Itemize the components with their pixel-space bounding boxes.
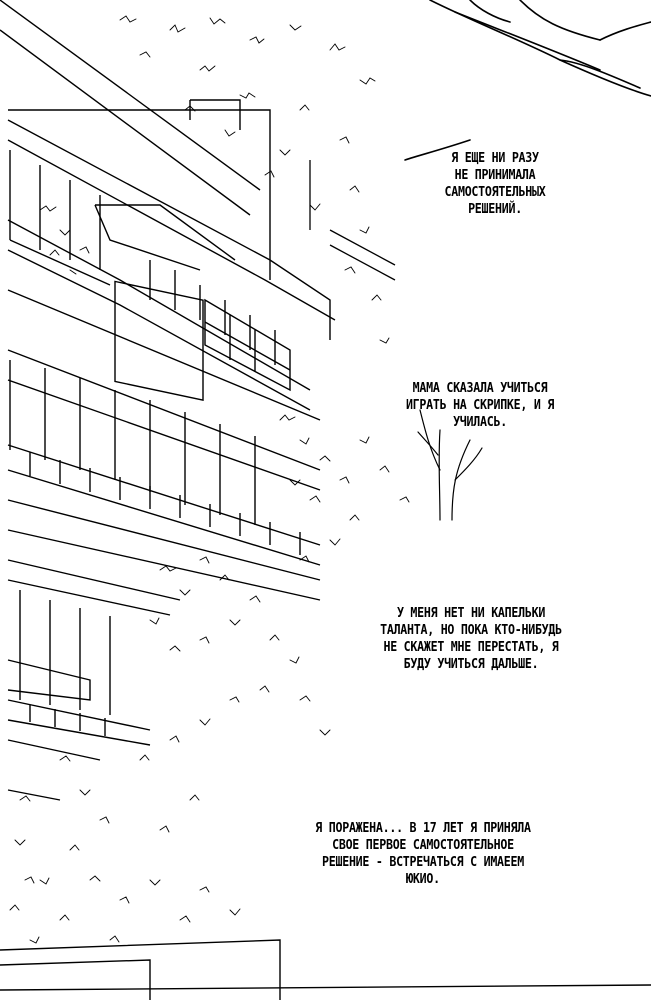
right-building-edge [309,160,396,281]
tree-branch-top [404,0,651,161]
caption-no-talent: У МЕНЯ НЕТ НИ КАПЕЛЬКИ ТАЛАНТА, НО ПОКА … [380,605,562,672]
caption-first-decision: Я ПОРАЖЕНА... В 17 ЛЕТ Я ПРИНЯЛА СВОЕ ПЕ… [315,820,531,887]
caption-violin: МАМА СКАЗАЛА УЧИТЬСЯ ИГРАТЬ НА СКРИПКЕ, … [405,380,555,430]
foliage-scribbles [9,15,410,944]
bare-tree-right [417,409,483,521]
caption-no-decisions: Я ЕЩЕ НИ РАЗУ НЕ ПРИНИМАЛА САМОСТОЯТЕЛЬН… [444,150,546,217]
